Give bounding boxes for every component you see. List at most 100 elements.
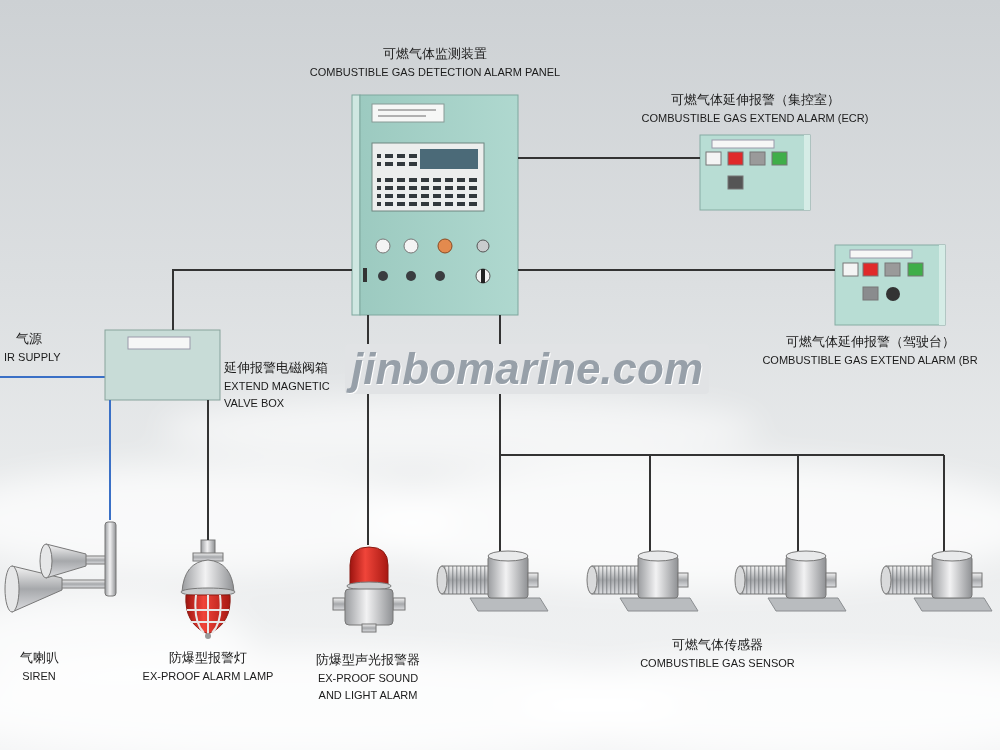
connector-wire	[109, 400, 111, 520]
door-latch	[363, 268, 367, 282]
horn-bell	[40, 544, 52, 578]
zh-label: 可燃气体延伸报警（集控室）	[625, 90, 885, 110]
beacon-dome	[350, 547, 388, 585]
gas-sensor-group: 可燃气体传感器COMBUSTIBLE GAS SENSOR	[440, 455, 995, 685]
button	[750, 152, 765, 165]
alarm-lamp-figure	[181, 540, 235, 639]
zh-label: 可燃气体传感器	[568, 635, 868, 655]
air-supply-pipe	[0, 376, 105, 378]
gas-sensor-figure	[437, 551, 548, 611]
button	[843, 263, 858, 276]
button	[908, 263, 923, 276]
push-button	[378, 271, 388, 281]
en-label: EX-PROOF SOUND AND LIGHT ALARM	[307, 670, 429, 704]
alarm-housing	[345, 589, 393, 625]
cabinet-side	[352, 95, 360, 315]
air-supply-label: 气源	[16, 330, 42, 348]
push-button	[435, 271, 445, 281]
drop-wire	[499, 455, 501, 551]
sound-light-alarm-device: 防爆型声光报警器EX-PROOF SOUND AND LIGHT ALARM	[298, 545, 438, 708]
en-label: EXTEND MAGNETIC VALVE BOX	[224, 378, 349, 412]
connector-wire	[173, 270, 352, 330]
sound-light-alarm-figure	[333, 547, 405, 632]
air-supply-label: IR SUPPLY	[4, 351, 61, 363]
siren-figure	[5, 522, 116, 612]
panel-edge	[939, 245, 945, 325]
lamp-mount	[201, 540, 215, 554]
panel-body	[835, 245, 945, 325]
extend-alarm-panel: 可燃气体延伸报警（集控室）COMBUSTIBLE GAS EXTEND ALAR…	[700, 135, 810, 210]
alarm-lamp-device: 防爆型报警灯EX-PROOF ALARM LAMP	[130, 540, 286, 690]
connector-wire	[518, 269, 835, 271]
en-label: COMBUSTIBLE GAS EXTEND ALARM (BR	[745, 352, 995, 369]
push-button	[404, 239, 418, 253]
connector-group	[110, 158, 835, 545]
text-block: 防爆型声光报警器EX-PROOF SOUND AND LIGHT ALARM	[307, 650, 429, 704]
magnetic-valve-box: 延伸报警电磁阀箱EXTEND MAGNETIC VALVE BOX	[105, 330, 220, 400]
en-label: COMBUSTIBLE GAS SENSOR	[568, 655, 868, 672]
zh-label: 可燃气体延伸报警（驾驶台）	[745, 332, 995, 352]
fitting	[393, 598, 405, 610]
name-plate	[712, 140, 774, 148]
drop-wire	[943, 455, 945, 551]
box-body	[105, 330, 220, 400]
button	[885, 263, 900, 276]
text-block: 可燃气体监测装置COMBUSTIBLE GAS DETECTION ALARM …	[285, 44, 585, 81]
lamp-cap	[182, 560, 234, 592]
panel-body	[700, 135, 810, 210]
plate-line	[378, 115, 426, 117]
indicator	[477, 240, 489, 252]
switch-bar	[481, 269, 485, 283]
fitting	[333, 598, 345, 610]
drop-wire	[649, 455, 651, 551]
text-block: 可燃气体延伸报警（集控室）COMBUSTIBLE GAS EXTEND ALAR…	[625, 90, 885, 127]
button	[772, 152, 787, 165]
zh-label: 可燃气体监测装置	[285, 44, 585, 64]
lcd-screen	[420, 149, 478, 169]
manifold	[105, 522, 116, 596]
knob	[886, 287, 900, 301]
zh-label: 防爆型报警灯	[133, 648, 283, 668]
en-label: SIREN	[4, 668, 74, 685]
gas-sensor-figure	[587, 551, 698, 611]
fog-cloud	[520, 655, 1000, 750]
text-block: 可燃气体传感器COMBUSTIBLE GAS SENSOR	[568, 635, 868, 672]
text-block: 防爆型报警灯EX-PROOF ALARM LAMP	[133, 648, 283, 685]
watermark: jinbomarine.com	[345, 344, 709, 394]
gas-sensor-figures	[437, 551, 992, 611]
push-button	[406, 271, 416, 281]
connector-wire	[207, 400, 209, 540]
lamp-nub	[205, 633, 211, 639]
button	[728, 152, 743, 165]
name-plate	[372, 104, 444, 122]
plate-line	[378, 109, 436, 111]
bridge-extend-panel	[835, 245, 945, 325]
sensor-bus-wires	[500, 455, 944, 551]
keypad-panel	[372, 143, 484, 211]
drop-wire	[797, 455, 799, 551]
button	[706, 152, 721, 165]
push-button	[376, 239, 390, 253]
gas-sensor-figure	[881, 551, 992, 611]
tube	[84, 556, 108, 564]
lamp-globe	[186, 595, 230, 634]
text-block: 气喇叭SIREN	[4, 648, 74, 685]
alarm-panel-cabinet	[352, 95, 518, 315]
en-label: EX-PROOF ALARM LAMP	[133, 668, 283, 685]
zh-label: 延伸报警电磁阀箱	[224, 358, 349, 378]
extend-alarm-panel: 可燃气体延伸报警（驾驶台）COMBUSTIBLE GAS EXTEND ALAR…	[835, 245, 945, 325]
horn-bell	[5, 566, 19, 612]
alarm-panel: 可燃气体监测装置COMBUSTIBLE GAS DETECTION ALARM …	[352, 95, 518, 315]
lamp-cage	[187, 595, 229, 634]
button	[863, 287, 878, 300]
zh-label: 气喇叭	[4, 648, 74, 668]
connector-wire	[518, 157, 700, 159]
cabinet-face	[360, 95, 518, 315]
bus-wire	[500, 454, 944, 456]
button	[728, 176, 743, 189]
ecr-extend-panel	[700, 135, 810, 210]
siren-device: 气喇叭SIREN	[4, 520, 124, 689]
keypad-keys	[377, 174, 481, 206]
